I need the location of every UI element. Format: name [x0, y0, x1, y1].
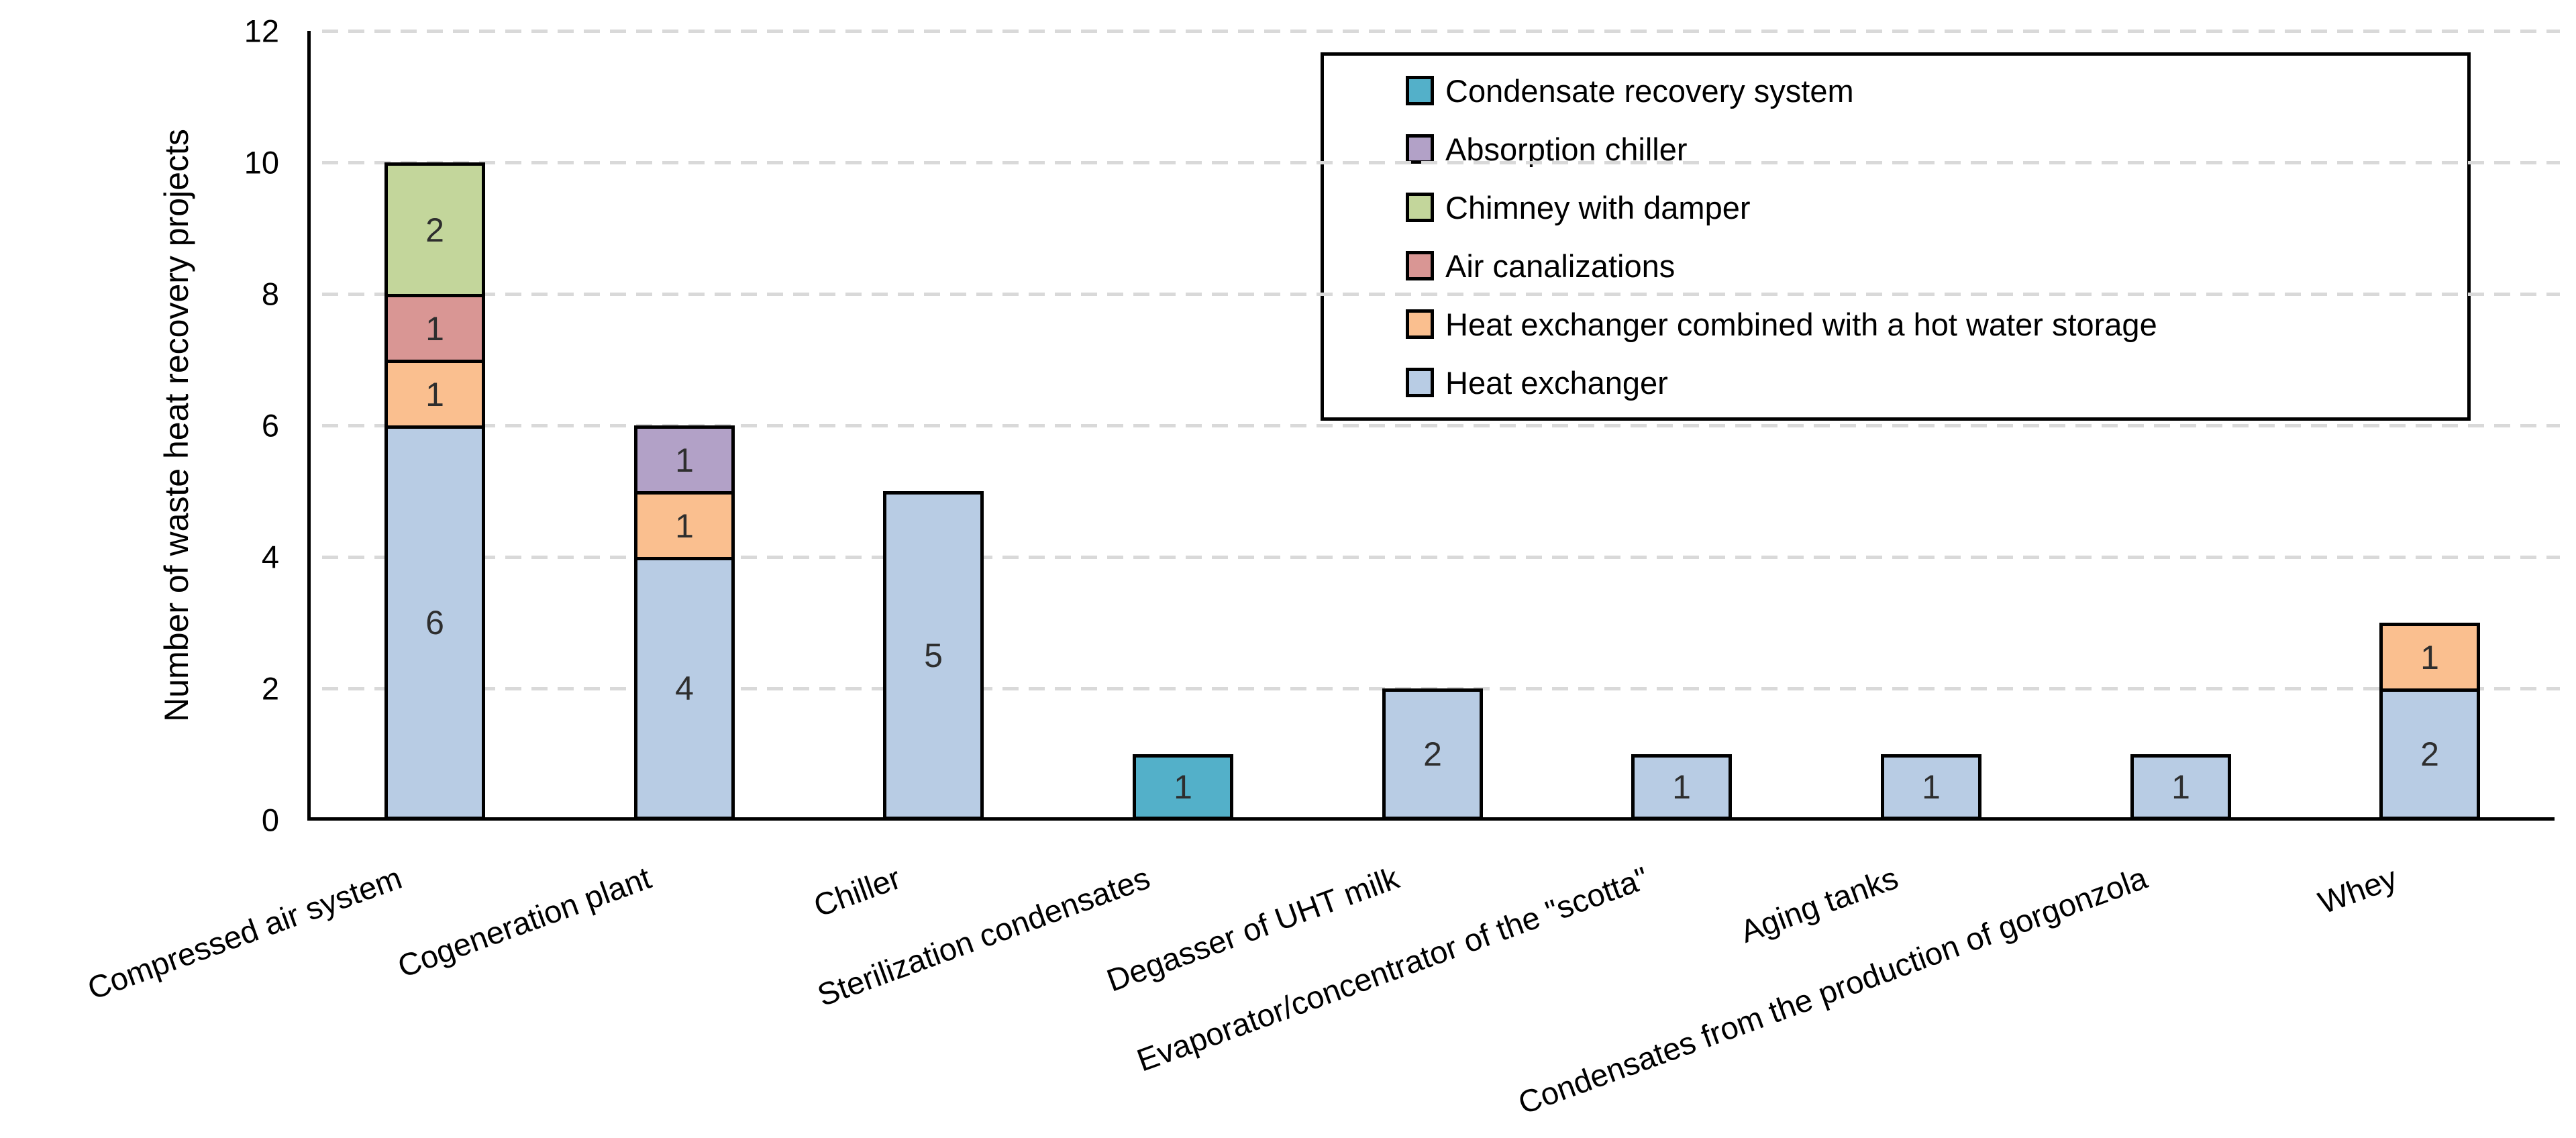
bar-segment: 1 — [1133, 754, 1233, 820]
bar-segment: 1 — [2379, 623, 2480, 692]
segment-value-label: 4 — [675, 670, 694, 707]
y-axis-line — [307, 31, 311, 821]
gridline-y4 — [322, 556, 2560, 559]
legend-swatch — [1406, 193, 1434, 222]
gridline-y10 — [322, 161, 2560, 164]
bar-segment: 5 — [883, 491, 984, 820]
segment-value-label: 5 — [924, 637, 943, 674]
x-tick-label: Compressed air system — [83, 860, 407, 1006]
segment-value-label: 1 — [2420, 638, 2439, 676]
bar-segment: 1 — [384, 294, 485, 363]
legend-item: Chimney with damper — [1406, 178, 2467, 237]
segment-value-label: 1 — [425, 309, 444, 348]
gridline-y6 — [322, 424, 2560, 427]
y-tick-label: 4 — [261, 539, 279, 575]
segment-value-label: 1 — [1922, 768, 1941, 806]
y-tick-label: 0 — [261, 802, 279, 838]
legend-item-label: Condensate recovery system — [1445, 72, 1854, 109]
y-tick-label: 10 — [244, 144, 279, 180]
y-tick-label: 12 — [244, 13, 279, 49]
segment-value-label: 1 — [1672, 768, 1691, 806]
legend-item-label: Absorption chiller — [1445, 131, 1688, 167]
legend-item-label: Air canalizations — [1445, 248, 1676, 284]
legend-swatch — [1406, 251, 1434, 280]
segment-value-label: 2 — [425, 211, 444, 249]
x-tick-label: Aging tanks — [1735, 860, 1903, 949]
bar-segment: 2 — [2379, 688, 2480, 820]
segment-value-label: 1 — [675, 507, 694, 545]
segment-value-label: 1 — [425, 375, 444, 413]
legend-item-label: Chimney with damper — [1445, 189, 1751, 225]
gridline-y8 — [322, 293, 2560, 296]
segment-value-label: 1 — [1174, 768, 1192, 806]
legend-item: Absorption chiller — [1406, 120, 2467, 178]
legend-swatch — [1406, 134, 1434, 164]
legend-item: Heat exchanger combined with a hot water… — [1406, 295, 2467, 354]
legend-swatch — [1406, 309, 1434, 339]
bar-segment: 1 — [2130, 754, 2231, 820]
bar-segment: 1 — [1881, 754, 1981, 820]
bar-segment: 1 — [1631, 754, 1732, 820]
bar-segment: 4 — [634, 557, 735, 820]
gridline-y12 — [322, 30, 2560, 33]
legend-swatch — [1406, 76, 1434, 105]
x-tick-label: Whey — [2313, 860, 2402, 921]
segment-value-label: 2 — [2420, 735, 2439, 773]
y-tick-label: 8 — [261, 276, 279, 312]
legend-item: Heat exchanger — [1406, 354, 2467, 412]
legend-item: Condensate recovery system — [1406, 62, 2467, 120]
y-tick-label: 2 — [261, 670, 279, 707]
bar-segment: 2 — [1382, 688, 1483, 820]
bar-segment: 6 — [384, 425, 485, 820]
bar-segment: 1 — [384, 360, 485, 429]
bar-segment: 1 — [634, 425, 735, 495]
x-tick-label: Chiller — [809, 860, 905, 924]
x-tick-label: Cogeneration plant — [393, 860, 656, 984]
segment-value-label: 6 — [425, 604, 444, 641]
bar-segment: 2 — [384, 162, 485, 297]
legend-item-label: Heat exchanger — [1445, 364, 1668, 401]
legend-swatch — [1406, 368, 1434, 397]
bar-segment: 1 — [634, 491, 735, 560]
legend-item-label: Heat exchanger combined with a hot water… — [1445, 306, 2157, 342]
y-tick-label: 6 — [261, 407, 279, 444]
segment-value-label: 1 — [2171, 768, 2190, 806]
legend-item: Air canalizations — [1406, 237, 2467, 295]
segment-value-label: 2 — [1423, 735, 1442, 773]
segment-value-label: 1 — [675, 441, 694, 479]
